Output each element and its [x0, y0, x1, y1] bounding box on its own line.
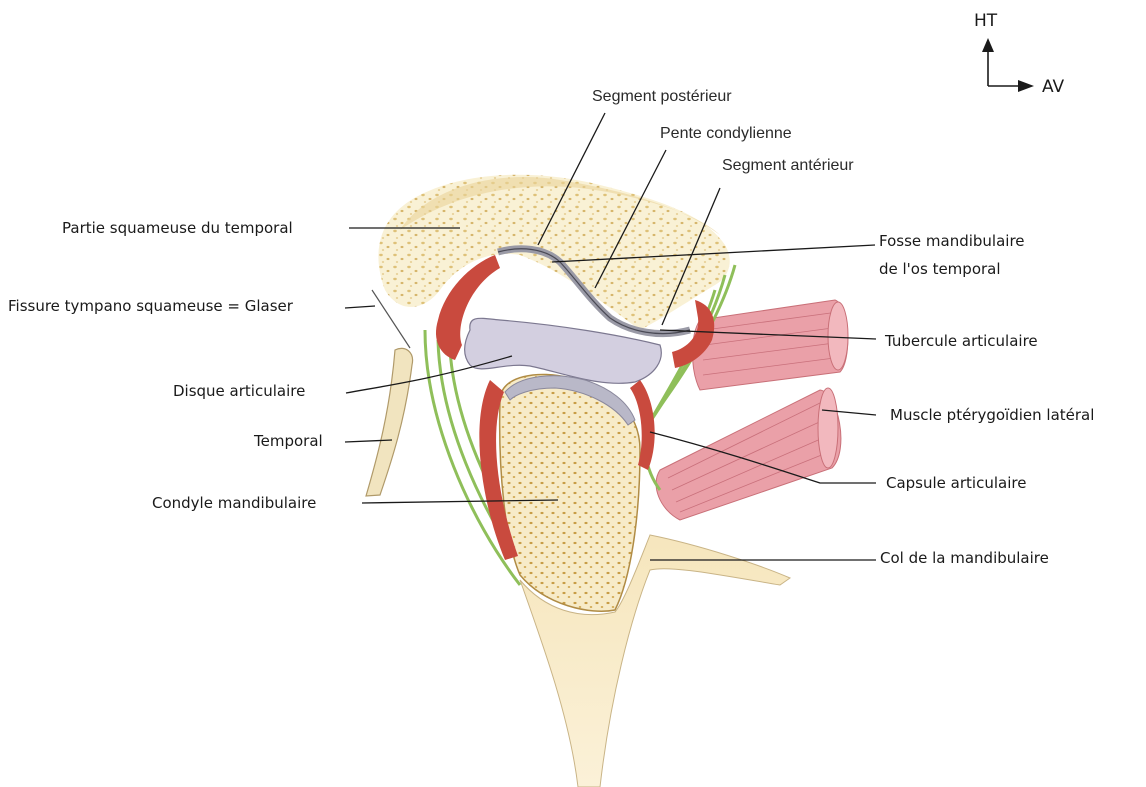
orientation-indicator	[982, 38, 1034, 92]
label-col: Col de la mandibulaire	[880, 549, 1049, 567]
label-disque: Disque articulaire	[173, 382, 305, 400]
label-partie-squameuse: Partie squameuse du temporal	[62, 219, 293, 237]
label-segment-anterieur: Segment antérieur	[722, 157, 854, 174]
orientation-forward-label: AV	[1042, 77, 1065, 97]
label-fissure: Fissure tympano squameuse = Glaser	[8, 297, 294, 315]
label-segment-posterieur: Segment postérieur	[592, 88, 732, 105]
temporal-bone-strip	[366, 348, 413, 496]
orientation-up-label: HT	[974, 11, 998, 31]
label-temporal: Temporal	[253, 432, 323, 450]
label-fosse-mandibulaire-line2: de l'os temporal	[879, 260, 1001, 278]
label-muscle: Muscle ptérygoïdien latéral	[890, 406, 1094, 424]
label-fosse-mandibulaire-line1: Fosse mandibulaire	[879, 232, 1025, 250]
label-pente-condylienne: Pente condylienne	[660, 125, 792, 142]
squamous-temporal-bone	[378, 175, 729, 330]
label-condyle: Condyle mandibulaire	[152, 494, 316, 512]
label-capsule: Capsule articulaire	[886, 474, 1026, 492]
label-tubercule: Tubercule articulaire	[884, 332, 1038, 350]
